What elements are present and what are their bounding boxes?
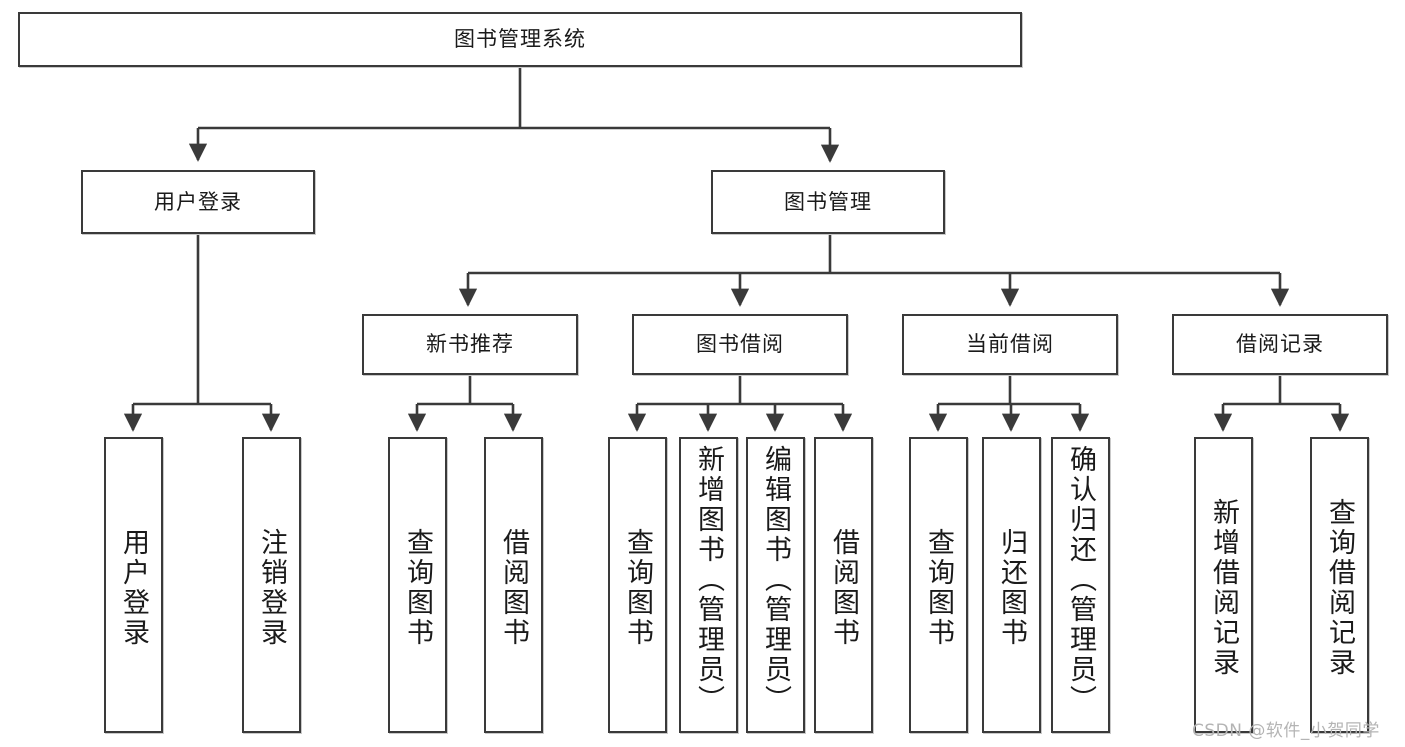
node-leaf-borrow-book-2[interactable]: 借阅图书	[814, 437, 873, 733]
node-current-borrow[interactable]: 当前借阅	[902, 314, 1118, 375]
node-leaf-add-record[interactable]: 新增借阅记录	[1194, 437, 1253, 733]
node-leaf-query-book-2[interactable]: 查询图书	[608, 437, 667, 733]
node-borrow-record-label: 借阅记录	[1236, 332, 1324, 357]
node-leaf-query-book-3[interactable]: 查询图书	[909, 437, 968, 733]
node-leaf-borrow-book-2-label: 借阅图书	[828, 528, 859, 648]
node-leaf-edit-book-label: 编辑图书（管理员）	[760, 445, 791, 715]
node-new-book-recommend[interactable]: 新书推荐	[362, 314, 578, 375]
node-user-login-label: 用户登录	[154, 189, 242, 214]
node-current-borrow-label: 当前借阅	[966, 332, 1054, 357]
node-leaf-query-book-1-label: 查询图书	[402, 528, 433, 648]
node-leaf-add-book[interactable]: 新增图书（管理员）	[679, 437, 738, 733]
node-leaf-query-book-2-label: 查询图书	[622, 528, 653, 648]
node-leaf-logout-label: 注销登录	[256, 528, 287, 648]
node-root[interactable]: 图书管理系统	[18, 12, 1022, 67]
node-book-borrow-label: 图书借阅	[696, 332, 784, 357]
node-leaf-return-book-label: 归还图书	[996, 528, 1027, 648]
node-leaf-query-book-1[interactable]: 查询图书	[388, 437, 447, 733]
node-book-manage-label: 图书管理	[784, 189, 872, 214]
node-leaf-edit-book[interactable]: 编辑图书（管理员）	[746, 437, 805, 733]
node-leaf-user-login[interactable]: 用户登录	[104, 437, 163, 733]
node-book-manage[interactable]: 图书管理	[711, 170, 945, 234]
node-leaf-logout[interactable]: 注销登录	[242, 437, 301, 733]
node-book-borrow[interactable]: 图书借阅	[632, 314, 848, 375]
node-leaf-confirm-return[interactable]: 确认归还（管理员）	[1051, 437, 1110, 733]
node-user-login[interactable]: 用户登录	[81, 170, 315, 234]
node-leaf-borrow-book-1[interactable]: 借阅图书	[484, 437, 543, 733]
node-leaf-add-record-label: 新增借阅记录	[1208, 498, 1239, 678]
node-leaf-query-record-label: 查询借阅记录	[1324, 498, 1355, 678]
node-root-label: 图书管理系统	[454, 27, 586, 52]
node-leaf-user-login-label: 用户登录	[118, 528, 149, 648]
node-leaf-confirm-return-label: 确认归还（管理员）	[1065, 445, 1096, 715]
node-leaf-borrow-book-1-label: 借阅图书	[498, 528, 529, 648]
node-leaf-query-book-3-label: 查询图书	[923, 528, 954, 648]
node-new-book-recommend-label: 新书推荐	[426, 332, 514, 357]
csdn-watermark: CSDN @软件_小贺同学	[1192, 721, 1380, 741]
node-leaf-add-book-label: 新增图书（管理员）	[693, 445, 724, 715]
node-borrow-record[interactable]: 借阅记录	[1172, 314, 1388, 375]
node-leaf-return-book[interactable]: 归还图书	[982, 437, 1041, 733]
node-leaf-query-record[interactable]: 查询借阅记录	[1310, 437, 1369, 733]
